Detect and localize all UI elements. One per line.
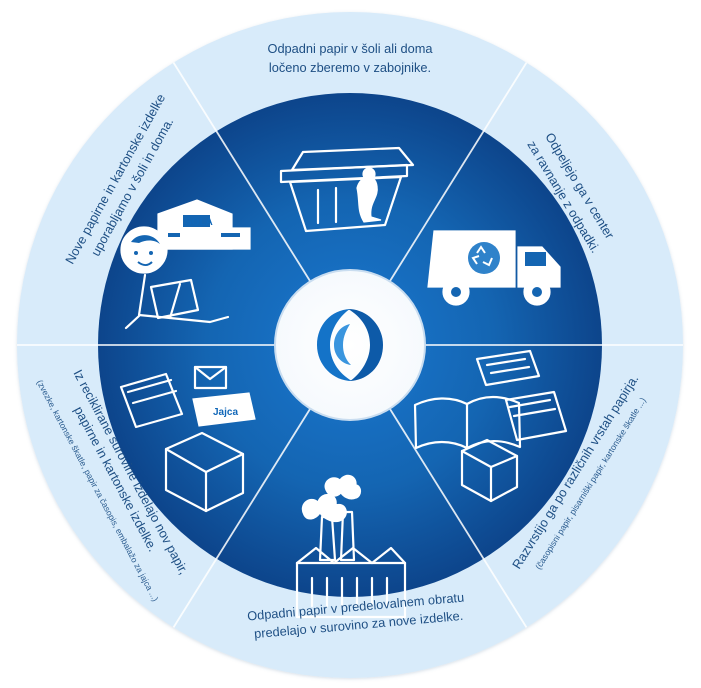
- segment-divider: [388, 408, 528, 628]
- factory-icon: [295, 474, 407, 619]
- process-icons: Jajca ŠOLA: [119, 146, 568, 619]
- segment-dividers: [17, 62, 683, 628]
- step-1-text-line-1: Odpadni papir v šoli ali doma: [267, 41, 433, 56]
- step-1-text-line-2: ločeno zberemo v zabojnike.: [269, 60, 431, 75]
- school-sign: ŠOLA: [185, 215, 213, 228]
- paper-products-icon: Jajca: [119, 365, 256, 513]
- center-white-disc: [275, 270, 425, 420]
- center-logo: [274, 269, 426, 421]
- dumpster-icon: [279, 146, 415, 233]
- segment-divider: [172, 408, 312, 628]
- center-inner-shadow: [274, 269, 426, 421]
- recycling-logo-icon: [317, 309, 383, 381]
- egg-box-label: Jajca: [213, 407, 238, 418]
- recycling-truck-icon: [427, 230, 561, 306]
- segment-divider: [388, 62, 528, 282]
- sorted-paper-icon: [413, 349, 568, 503]
- school-child-icon: ŠOLA: [120, 199, 251, 330]
- segment-divider: [172, 62, 312, 282]
